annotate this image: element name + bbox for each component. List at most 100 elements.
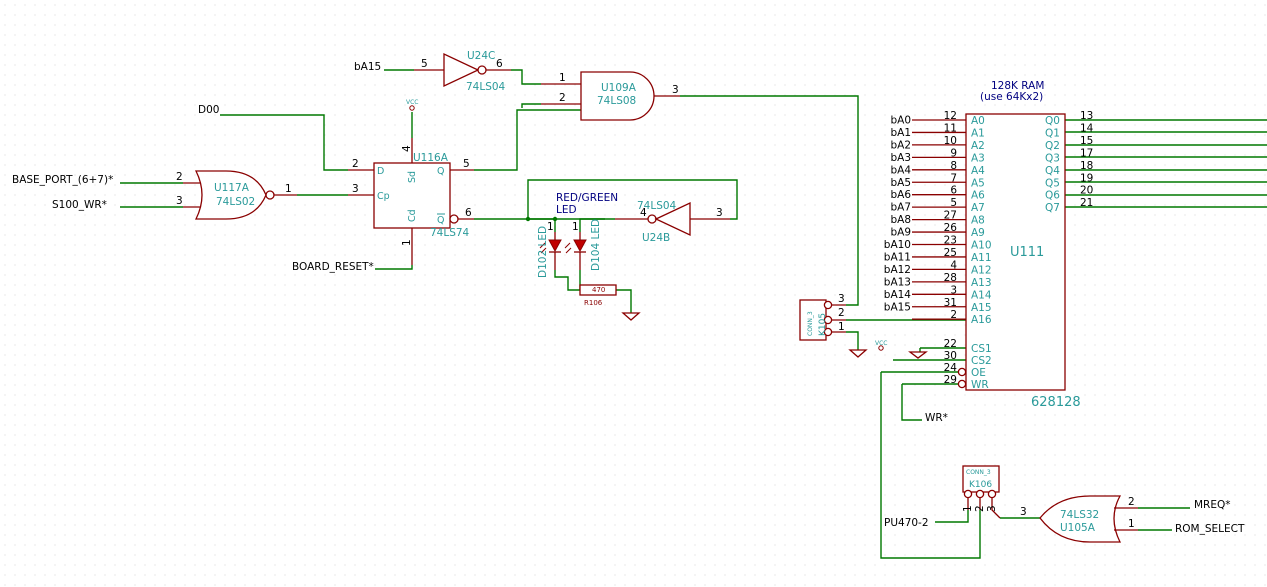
ram-addr-pin-number: 25	[944, 247, 957, 259]
u116a-pin-sd: 4	[401, 145, 413, 152]
net-board-reset: BOARD_RESET*	[292, 261, 374, 273]
u105a-pin-b: 1	[1128, 518, 1135, 530]
ram-data-pin-number: 19	[1080, 172, 1093, 184]
u116a-ref: U116A	[413, 152, 449, 164]
u117a-part: 74LS02	[216, 196, 255, 208]
ram-data-pin-number: 20	[1080, 185, 1093, 197]
ram-addr-pin-name: A16	[971, 314, 992, 326]
ram-ctrl-pin-name: CS1	[971, 343, 992, 355]
net-pu470: PU470-2	[884, 517, 929, 529]
ram-data-pin-name: Q3	[1045, 152, 1060, 164]
r106-ref: R106	[584, 299, 603, 307]
net-mreq: MREQ*	[1194, 499, 1231, 511]
ram-ctrl-bubble	[957, 367, 967, 377]
led-caption-2: LED	[556, 204, 577, 216]
d104-label: D104 LED	[590, 219, 602, 271]
ram-addr-pin-name: A3	[971, 152, 985, 164]
ram-data-pin-number: 17	[1080, 147, 1093, 159]
ram-addr-pin-name: A5	[971, 177, 985, 189]
ram-addr-pin-name: A8	[971, 215, 985, 227]
d102-pin: 1	[547, 221, 554, 233]
ram-data-pin-name: Q1	[1045, 127, 1060, 139]
ram-data-pin-name: Q7	[1045, 202, 1060, 214]
led-d102: 1 D102 LED	[537, 221, 562, 278]
wires	[120, 69, 1267, 559]
u105a-ref: U105A	[1060, 522, 1096, 534]
ram-addr-pin-number: 6	[950, 185, 957, 197]
u109a-part: 74LS08	[597, 95, 636, 107]
ram-data-pin-number: 13	[1080, 110, 1093, 122]
ram-addr-pin-name: A0	[971, 115, 985, 127]
ram-addr-net-label: bA15	[884, 301, 911, 313]
ram-data-pin-name: Q4	[1045, 165, 1060, 177]
ram-addr-pin-number: 31	[944, 297, 957, 309]
u116a-qn-label: Q	[437, 215, 444, 226]
ram-addr-pin-name: A9	[971, 227, 985, 239]
ram-addr-net-label: bA9	[890, 227, 911, 239]
ram-addr-pin-number: 7	[950, 172, 957, 184]
k105-pin-3: 3	[838, 293, 845, 305]
net-base-port: BASE_PORT_(6+7)*	[12, 174, 113, 186]
ram-addr-net-label: bA10	[884, 239, 911, 251]
ram-addr-net-label: bA3	[890, 152, 911, 164]
net-rom-select: ROM_SELECT	[1175, 523, 1245, 535]
ram-ctrl-pin-number: 24	[944, 362, 958, 374]
ram-addr-net-label: bA2	[890, 139, 911, 151]
ram-addr-pin-number: 3	[950, 284, 957, 296]
ram-addr-pin-name: A2	[971, 140, 985, 152]
ram-addr-pin-name: A1	[971, 127, 985, 139]
net-wr: WR*	[925, 412, 948, 424]
k105-pin-1: 1	[838, 321, 845, 333]
k106-part: CONN_3	[966, 469, 991, 476]
ram-addr-net-label: bA6	[890, 189, 911, 201]
u117a-pin-b: 3	[176, 195, 183, 207]
u116a-pin-d: 2	[352, 158, 359, 170]
ram-addr-pin-number: 27	[944, 210, 957, 222]
ram-addr-pin-name: A6	[971, 190, 985, 202]
ram-addr-pin-number: 10	[944, 135, 957, 147]
u116a-cp-label: Cp	[377, 191, 390, 202]
ram-ctrl-pin-number: 22	[944, 338, 957, 350]
ram-addr-pin-number: 5	[950, 197, 957, 209]
ram-data-pin-name: Q5	[1045, 177, 1060, 189]
u116a-q-label: Q	[437, 166, 444, 177]
connector-k106: CONN_3 K106 1 2 3	[962, 465, 1001, 519]
ram-ctrl-pin-name: CS2	[971, 355, 992, 367]
u116a-pin-q: 5	[463, 158, 470, 170]
ram-addr-net-label: bA5	[890, 177, 911, 189]
k106-pin-2: 2	[974, 505, 986, 512]
ram-addr-pin-name: A7	[971, 202, 985, 214]
ram-data-pin-name: Q2	[1045, 140, 1060, 152]
ram-addr-net-label: bA1	[890, 127, 911, 139]
u116a-flipflop: D Cp Q Q Sd Cd 2 3 4 5 6 1 U116A 74LS74 …	[348, 99, 474, 265]
ram-addr-pin-name: A10	[971, 240, 992, 252]
ram-data-pin-number: 15	[1080, 135, 1093, 147]
ram-addr-net-label: bA8	[890, 214, 911, 226]
k106-pin-3: 3	[986, 505, 998, 512]
u109a-pin-b: 2	[559, 92, 566, 104]
ram-addr-net-label: bA14	[884, 289, 912, 301]
u116a-pin-cd: 1	[401, 239, 413, 246]
net-labels: bA15 D00 BASE_PORT_(6+7)* S100_WR* BOARD…	[12, 61, 1245, 535]
u24c-pin-out: 6	[496, 58, 503, 70]
u24c-pin-in: 5	[421, 58, 428, 70]
led-caption-1: RED/GREEN	[556, 192, 618, 204]
ram-addr-pin-number: 11	[944, 122, 957, 134]
u117a-nor-gate: 2 3 1 U117A 74LS02	[176, 170, 297, 220]
u116a-d-label: D	[377, 166, 384, 177]
k106-pin-1: 1	[962, 505, 974, 512]
led-d104: 1 D104 LED	[564, 219, 602, 271]
u105a-pin-a: 2	[1128, 496, 1135, 508]
ram-ctrl-pin-name: OE	[971, 367, 986, 379]
ram-title-2: (use 64Kx2)	[980, 91, 1043, 103]
u24c-inverter: 5 6 U24C 74LS04	[414, 50, 511, 93]
ram-addr-net-label: bA4	[890, 164, 911, 176]
k106-ref: K106	[969, 480, 992, 490]
ground-symbols	[621, 312, 928, 359]
ram-addr-pin-name: A13	[971, 277, 992, 289]
ram-vcc-label: VCC	[875, 340, 887, 347]
ram-ctrl-pin-name: WR	[971, 379, 989, 391]
